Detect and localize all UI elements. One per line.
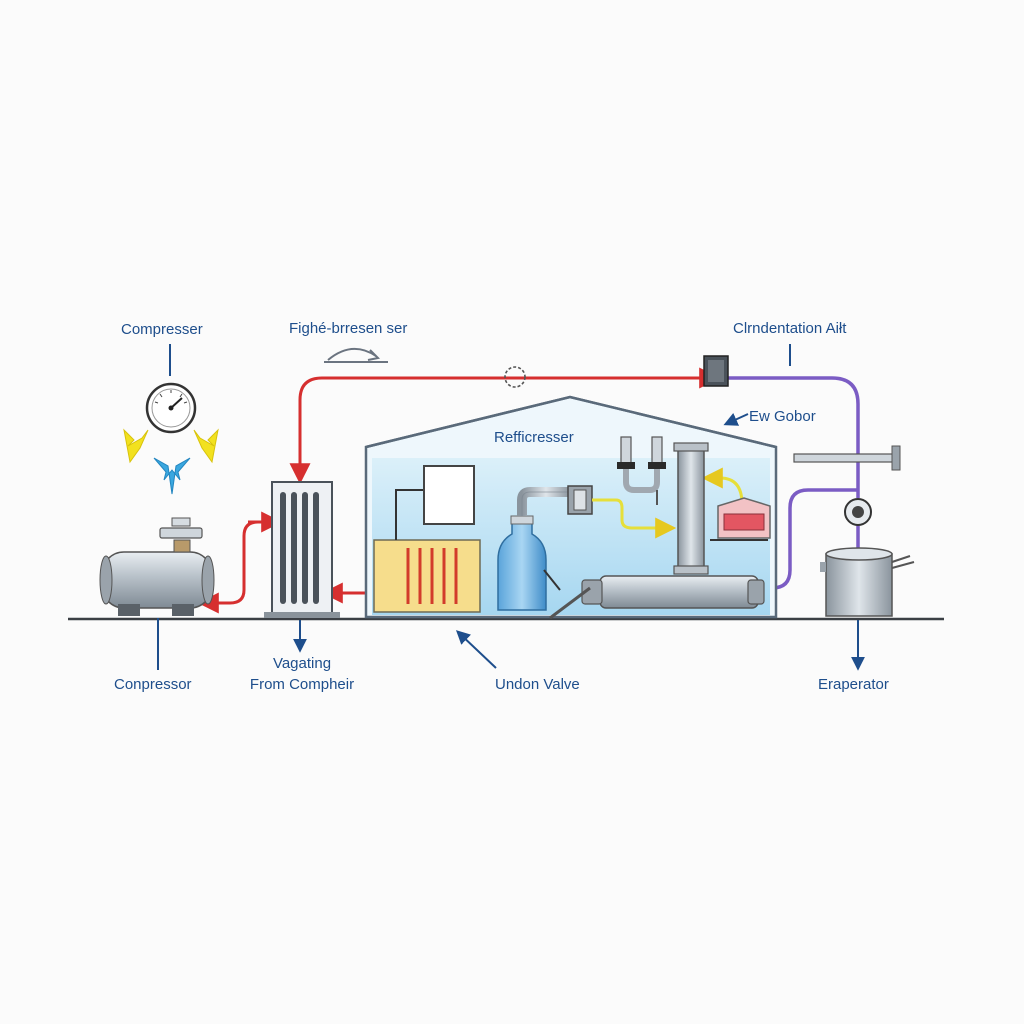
receiver-tank — [543, 569, 765, 620]
heat-rays-icon — [123, 428, 219, 495]
label-compressor-bottom: Conpressor — [114, 676, 192, 693]
label-fighe-bresen: Fighé-brresen ser — [289, 320, 408, 337]
leader-arrow — [455, 630, 497, 669]
label-condensation-air: Clrndentation Aiłt — [733, 320, 847, 337]
leader-arrow — [723, 412, 749, 426]
vent-pipe-icon — [793, 445, 901, 471]
condenser-coil-icon — [264, 481, 340, 618]
gas-cylinder-icon — [497, 485, 593, 611]
expansion-tank-icon — [710, 497, 771, 541]
flow-symbol-icon — [324, 348, 388, 363]
label-refricresser: Refficresser — [494, 429, 574, 446]
expansion-valve-icon — [703, 355, 729, 387]
control-panel — [423, 465, 475, 525]
suction-valve-icon — [844, 498, 872, 526]
heat-exchanger-grid — [373, 489, 481, 613]
compressor-icon — [99, 517, 215, 616]
label-undon-valve: Undon Valve — [495, 676, 580, 693]
evaporator-drum-icon — [820, 547, 915, 617]
hot-gas-line — [298, 367, 721, 478]
label-from-compheir: From Compheir — [249, 676, 355, 693]
label-ew-gobor: Ew Gobor — [749, 408, 816, 425]
suction-line — [728, 376, 860, 498]
valve-fittings — [617, 436, 666, 505]
pressure-gauge-icon — [145, 382, 197, 434]
yellow-liquid-line — [592, 498, 677, 539]
label-vagating: Vagating — [272, 655, 332, 672]
sight-glass-icon — [504, 366, 526, 388]
return-line — [760, 488, 858, 590]
receiver-column — [673, 442, 709, 575]
label-compresser-top: Compresser — [121, 321, 203, 338]
label-evaporator: Eraperator — [818, 676, 889, 693]
